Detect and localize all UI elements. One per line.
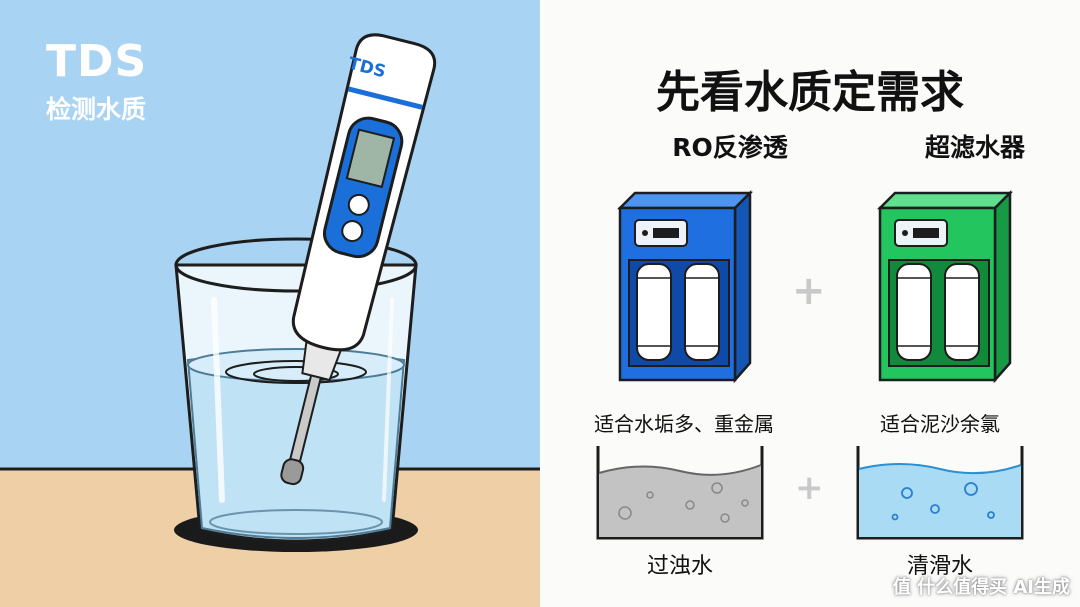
plus-sign-top: +	[792, 268, 826, 314]
plus-sign-bottom: +	[795, 468, 824, 508]
tds-illustration-panel: TDS TDS 检测水质	[0, 0, 540, 607]
headline: 先看水质定需求	[656, 67, 964, 118]
turbid-water-tank-icon	[596, 446, 764, 540]
clear-water-tank-icon	[856, 446, 1024, 540]
ro-caption: 适合水垢多、重金属	[594, 412, 774, 436]
uf-purifier-icon	[876, 189, 1014, 384]
uf-caption: 适合泥沙余氯	[880, 412, 1000, 436]
glass-icon	[174, 237, 418, 543]
tds-title: TDS	[46, 36, 148, 87]
uf-title: 超滤水器	[924, 133, 1025, 162]
tds-subtitle: 检测水质	[46, 95, 147, 124]
ro-title: RO反渗透	[672, 133, 788, 162]
tds-meter-icon	[280, 33, 437, 486]
tds-scene	[0, 0, 540, 607]
purifier-comparison-panel: 先看水质定需求 RO反渗透 超滤水器 + + 适合水垢多、重金属 适合	[540, 0, 1080, 607]
clear-water-label: 清滑水	[906, 554, 973, 579]
watermark: 值 什么值得买 AI生成	[892, 577, 1070, 598]
turbid-water-label: 过浊水	[646, 554, 713, 579]
ro-purifier-icon	[616, 189, 754, 384]
